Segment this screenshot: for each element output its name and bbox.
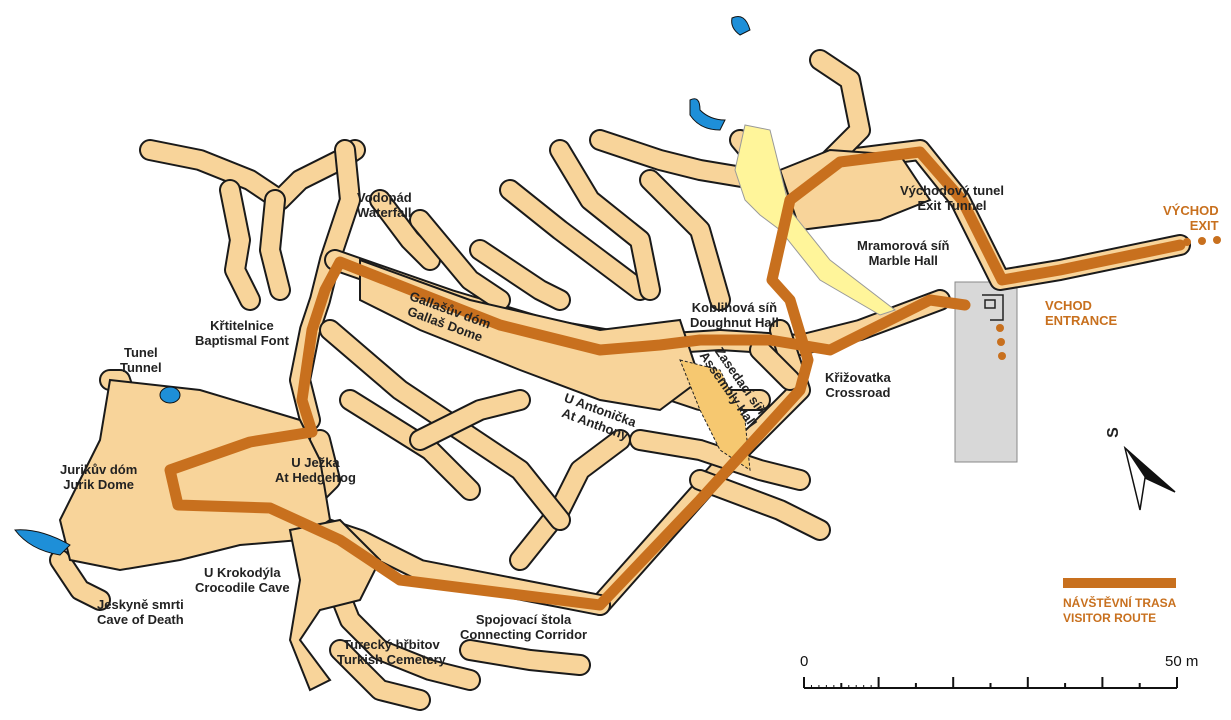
place-label-en: Cave of Death — [97, 612, 184, 627]
place-label-en: Crossroad — [825, 385, 891, 400]
scale-end: 50 m — [1165, 653, 1199, 670]
cave-passage — [371, 191, 439, 269]
lake-north-1 — [689, 98, 726, 131]
place-label-en: Connecting Corridor — [460, 627, 588, 642]
place-label-en: Marble Hall — [868, 253, 938, 268]
cave-passage — [691, 471, 829, 539]
exit-dot — [1213, 236, 1221, 244]
place-label-cz: Turecký hřbitov — [343, 637, 440, 652]
cave-passage — [501, 181, 649, 299]
entrance-building — [954, 281, 1018, 463]
place-label-en: Exit Tunnel — [917, 198, 987, 213]
lake-tunnel — [159, 386, 181, 404]
place-label-en: Baptismal Font — [195, 333, 289, 348]
cave-passage — [751, 341, 799, 389]
place-label-en: Tunnel — [120, 360, 162, 375]
scale-bar — [803, 677, 1178, 689]
cave-passage — [221, 181, 259, 309]
cave-passage — [641, 171, 729, 309]
place-label-cz: Jurikův dóm — [60, 462, 138, 477]
place-label-en: Waterfall — [357, 205, 412, 220]
place-label-cz: Tunel — [123, 345, 158, 360]
lake-west — [14, 529, 71, 556]
place-label-cz: Křižovatka — [825, 370, 891, 385]
entrance-dot — [998, 352, 1006, 360]
place-label-cz: Křtitelnice — [210, 318, 274, 333]
place-label-cz: Východový tunel — [900, 183, 1005, 198]
cave-passage — [471, 241, 569, 309]
exit-dot — [1183, 238, 1191, 246]
place-label-cz: U Krokodýla — [204, 565, 281, 580]
cave-passage — [811, 51, 869, 169]
north-arrow-label: S — [1104, 427, 1122, 438]
exit-dot — [1198, 237, 1206, 245]
lake-north-2 — [731, 16, 751, 36]
cave-passage — [411, 211, 509, 309]
cave-passage — [331, 641, 429, 709]
place-label-cz: Vodopád — [357, 190, 412, 205]
cave-passage — [511, 431, 629, 569]
place-label-en: Doughnut Hall — [690, 315, 779, 330]
entrance-exit-markers — [996, 236, 1221, 360]
cave-passage — [341, 391, 479, 499]
cave-passage — [51, 551, 109, 609]
cave-passage — [551, 141, 659, 299]
place-label-en: At Hedgehog — [275, 470, 356, 485]
place-label-en: Jurik Dome — [63, 477, 135, 492]
place-label-en: Turkish Cemetery — [337, 652, 446, 667]
place-label-en: Crocodile Cave — [195, 580, 290, 595]
place-label-cz: Mramorová síň — [857, 238, 950, 253]
place-label-cz: Jeskyně smrti — [97, 597, 184, 612]
cave-passage — [461, 641, 589, 674]
entrance-structure — [982, 294, 1004, 321]
place-label-cz: Koblihová síň — [691, 300, 778, 315]
north-arrow-icon — [1123, 445, 1176, 511]
cave-passage — [261, 191, 289, 299]
cave-hall — [58, 378, 332, 572]
entrance-dot — [997, 338, 1005, 346]
place-label-cz: Spojovací štola — [475, 612, 572, 627]
legend-route-swatch — [1063, 578, 1176, 588]
entrance-dot — [996, 324, 1004, 332]
place-label-cz: U Ježka — [291, 455, 340, 470]
cave-passage — [411, 391, 529, 449]
visitor-route — [164, 146, 1186, 611]
scale-start: 0 — [800, 653, 809, 670]
cave-hall — [288, 518, 382, 692]
assembly-hall-area — [679, 359, 751, 472]
